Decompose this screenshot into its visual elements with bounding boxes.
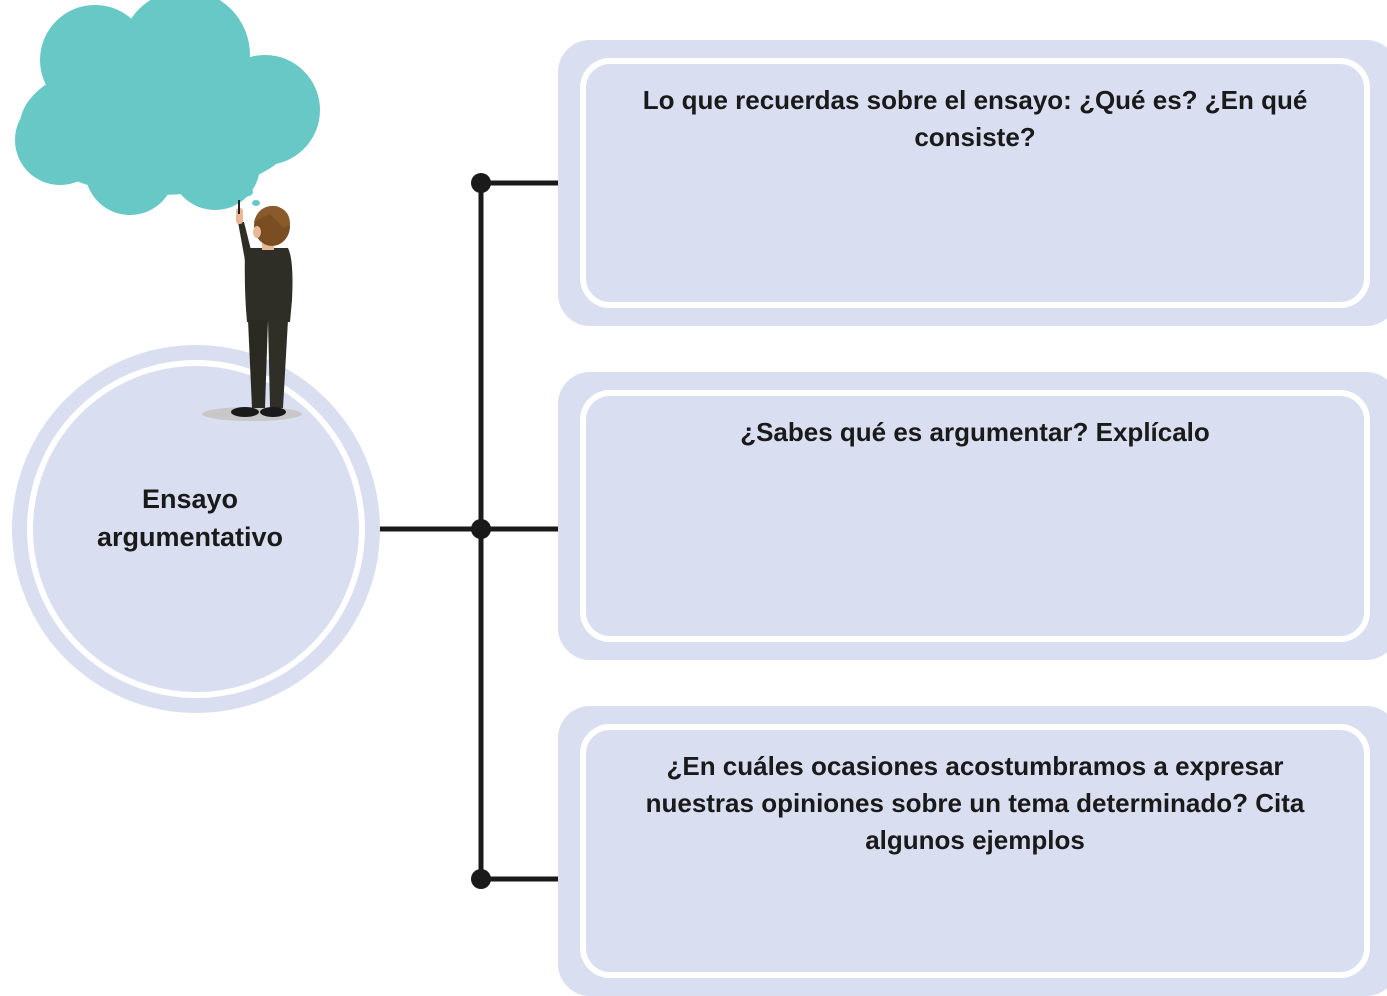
question-box-2: ¿Sabes qué es argumentar? Explícalo: [558, 372, 1387, 660]
thought-cloud-icon: [15, 0, 320, 215]
question-box-1-inner: Lo que recuerdas sobre el ensayo: ¿Qué e…: [580, 58, 1370, 308]
question-box-2-inner: ¿Sabes qué es argumentar? Explícalo: [580, 390, 1370, 642]
hub-inner-circle: [27, 360, 365, 698]
question-text-1: Lo que recuerdas sobre el ensayo: ¿Qué e…: [642, 85, 1308, 152]
central-hub: [12, 345, 380, 713]
question-box-1: Lo que recuerdas sobre el ensayo: ¿Qué e…: [558, 40, 1387, 326]
man-figure: [231, 200, 293, 417]
node-dot-middle: [471, 519, 491, 539]
node-dot-bottom: [471, 869, 491, 889]
central-topic-label: Ensayo argumentativo: [96, 484, 284, 552]
question-box-3-inner: ¿En cuáles ocasiones acostumbramos a exp…: [580, 724, 1370, 978]
question-text-2: ¿Sabes qué es argumentar? Explícalo: [740, 417, 1210, 447]
question-text-3: ¿En cuáles ocasiones acostumbramos a exp…: [645, 751, 1305, 855]
question-box-3: ¿En cuáles ocasiones acostumbramos a exp…: [558, 706, 1387, 996]
node-dot-top: [471, 173, 491, 193]
thinking-man-illustration: [15, 0, 320, 421]
